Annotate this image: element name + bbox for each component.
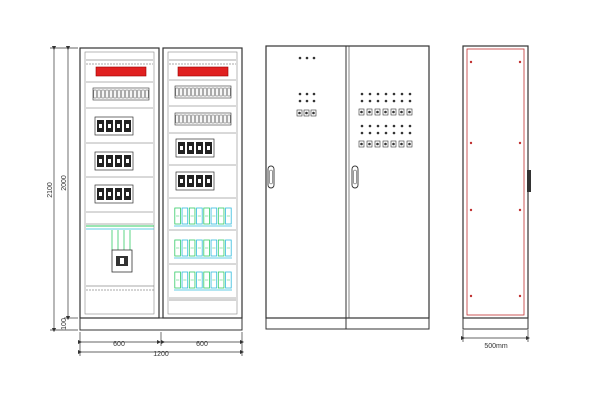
modular-device-row bbox=[174, 271, 232, 291]
right-red-busbar bbox=[177, 66, 229, 77]
left-cabinet-frame bbox=[79, 47, 160, 319]
dim-side-depth: 500mm bbox=[484, 343, 508, 350]
dim-plinth-height: 100 bbox=[61, 318, 68, 330]
side-panel-inner bbox=[466, 48, 525, 316]
dim-total-width: 1200 bbox=[153, 351, 169, 358]
door-indicator-panels bbox=[296, 56, 413, 148]
front-view-internal bbox=[79, 47, 243, 331]
left-red-busbar bbox=[95, 66, 147, 77]
side-view: 500mm bbox=[460, 45, 531, 350]
front-plinth bbox=[79, 317, 243, 331]
terminal-row bbox=[92, 87, 150, 101]
breaker-module bbox=[94, 184, 134, 204]
breaker-module bbox=[175, 171, 215, 191]
dim-left-width: 600 bbox=[113, 341, 125, 348]
modular-device-row bbox=[174, 207, 232, 227]
front-dimensions bbox=[50, 45, 245, 356]
dim-right-width: 600 bbox=[196, 341, 208, 348]
dim-body-height: 2000 bbox=[61, 175, 68, 191]
breaker-module bbox=[94, 151, 134, 171]
dim-overall-height: 2100 bbox=[47, 182, 54, 198]
terminal-row bbox=[174, 112, 232, 126]
right-cabinet-frame bbox=[162, 47, 243, 319]
front-view-doors bbox=[265, 45, 430, 330]
breaker-module bbox=[94, 116, 134, 136]
right-door-handle bbox=[351, 165, 359, 189]
side-hinge bbox=[527, 170, 531, 192]
left-door-handle bbox=[267, 165, 275, 189]
breaker-module bbox=[175, 138, 215, 158]
modular-device-row bbox=[174, 239, 232, 259]
terminal-row bbox=[174, 85, 232, 99]
